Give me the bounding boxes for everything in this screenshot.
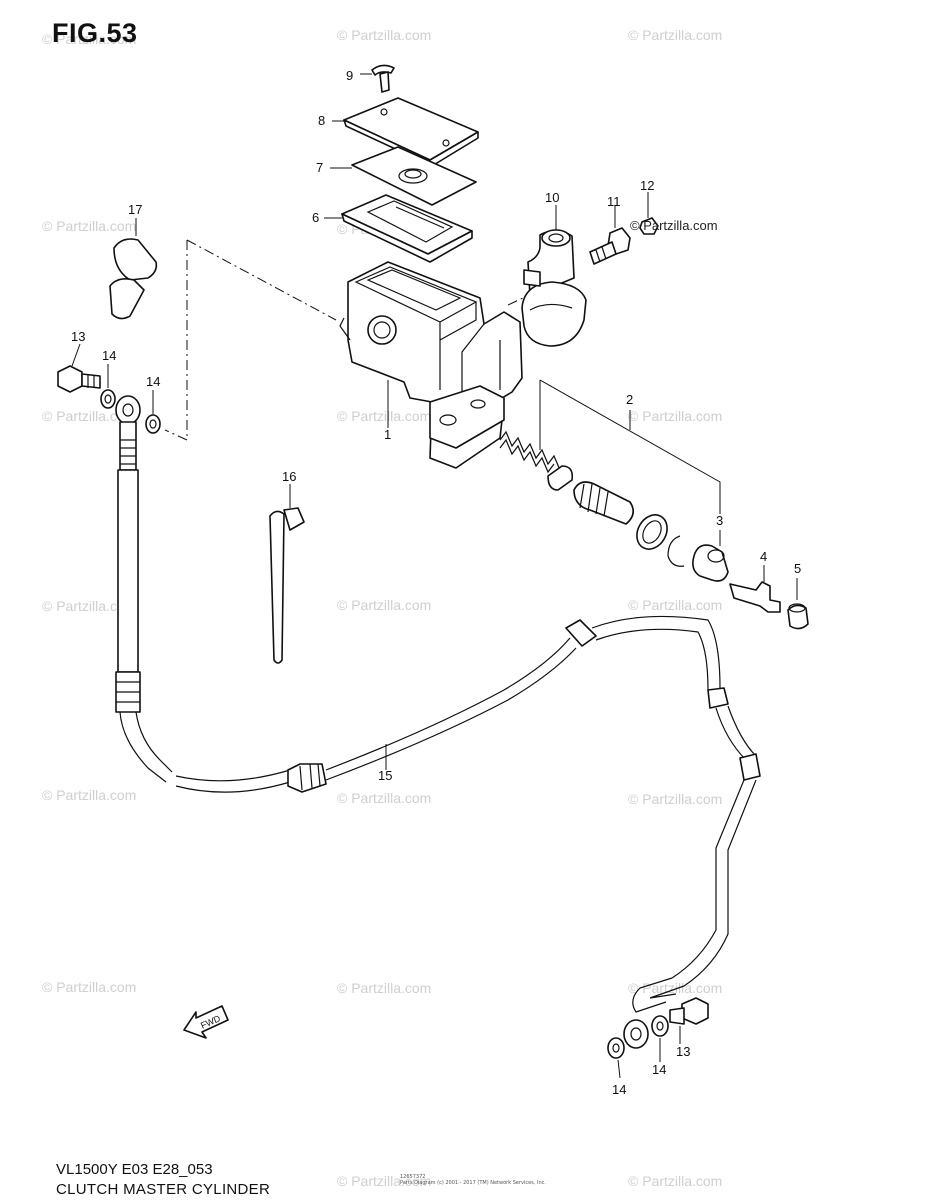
callout: 8 [318,113,325,128]
model-code: VL1500Y E03 E28_053 [56,1161,213,1178]
callout: 14 [146,374,160,389]
watermark: © Partzilla.com [42,598,136,614]
callout: 13 [676,1044,690,1059]
copyright-label: © Partzilla.com [630,218,718,233]
watermark: © Partzilla.com [628,791,722,807]
watermark: © Partzilla.com [337,790,431,806]
watermark: © Partzilla.com [337,408,431,424]
callout: 6 [312,210,319,225]
part-cap-5 [787,578,809,630]
part-boot-3 [692,530,729,582]
watermark: © Partzilla.com [337,980,431,996]
part-plate-7 [330,146,477,206]
part-master-cylinder-1 [339,261,523,469]
watermark: © Partzilla.com [42,218,136,234]
watermark: © Partzilla.com [628,408,722,424]
part-screw-9 [360,64,395,93]
callout: 1 [384,427,391,442]
part-lever-holder-10 [521,205,587,347]
diagram-credit: 12657372 Parts Diagram (c) 2001 - 2017 (… [400,1174,546,1186]
fwd-arrow-icon: FWD [183,1005,229,1039]
callout: 14 [612,1082,626,1097]
callout: 17 [128,202,142,217]
part-diaphragm-6 [324,194,473,263]
part-nut-12 [639,192,659,235]
credit-line: Parts Diagram (c) 2001 - 2017 (TM) Netwo… [400,1180,546,1186]
figure-title: FIG.53 [52,18,138,48]
watermark: © Partzilla.com [42,787,136,803]
part-union-bolt-13-bottom [669,997,709,1044]
callout: 11 [607,194,621,209]
callout: 10 [545,190,559,205]
callout: 15 [378,768,392,783]
watermark: © Partzilla.com [42,31,136,47]
callout: 7 [316,160,323,175]
watermark: © Partzilla.com [337,597,431,613]
callout: 14 [652,1062,666,1077]
callout: 14 [102,348,116,363]
callout: 5 [794,561,801,576]
part-washer-14-bottom-a [651,1015,669,1062]
watermark: © Partzilla.com [42,979,136,995]
part-push-rod-4 [729,565,781,613]
part-washer-14-bottom-b [607,1037,625,1079]
watermark: © Partzilla.com [337,27,431,43]
credit-line: 12657372 [400,1174,426,1180]
part-washer-14-top-a [100,364,116,409]
callout: 2 [626,392,633,407]
part-cable-tie-16 [269,484,305,664]
callout: 16 [282,469,296,484]
part-piston-kit-2 [499,379,721,567]
callout: 4 [760,549,767,564]
part-clutch-hose-15 [115,395,761,1049]
section-title: CLUTCH MASTER CYLINDER [56,1181,271,1198]
watermark: © Partzilla.com [628,27,722,43]
watermark: © Partzilla.com [42,408,136,424]
watermark: © Partzilla.com [628,597,722,613]
watermark-grid: © Partzilla.com © Partzilla.com © Partzi… [42,27,722,1189]
part-union-bolt-13-top [57,343,101,393]
callout: 9 [346,68,353,83]
watermark: © Partzilla.com [628,1173,722,1189]
part-washer-14-top-b [145,390,161,434]
part-bolt-11 [589,205,631,265]
part-cap-17 [109,218,158,320]
callout: 12 [640,178,654,193]
callout: 13 [71,329,85,344]
callout-numbers: 9 8 7 6 10 11 12 17 13 14 14 1 2 3 4 5 1… [71,68,801,1097]
callout: 3 [716,513,723,528]
watermark: © Partzilla.com [337,1173,431,1189]
part-reservoir-cap-8 [332,97,479,167]
